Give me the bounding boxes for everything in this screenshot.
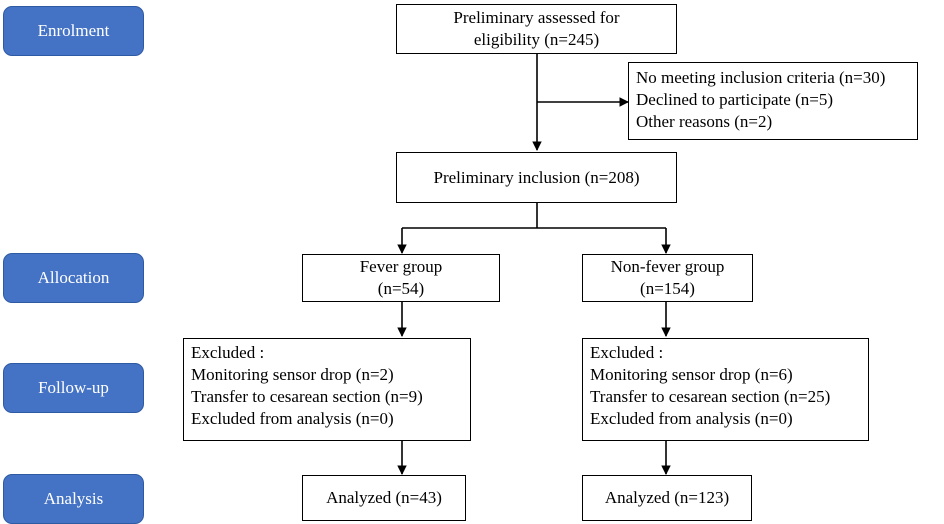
nonfever-excluded-line: Excluded : bbox=[590, 343, 664, 362]
excluded-enrol-line: Other reasons (n=2) bbox=[636, 112, 773, 131]
nonfever-excluded-line: Transfer to cesarean section (n=25) bbox=[590, 387, 831, 406]
fever-excluded-line: Excluded from analysis (n=0) bbox=[191, 409, 394, 428]
box-assessed-eligibility: Preliminary assessed for eligibility (n=… bbox=[396, 4, 677, 54]
nonfever-analyzed-text: Analyzed (n=123) bbox=[604, 488, 730, 507]
box-nonfever-group: Non-fever group (n=154) bbox=[582, 254, 753, 302]
box-nonfever-excluded: Excluded : Monitoring sensor drop (n=6) … bbox=[582, 338, 869, 441]
fever-excluded-line: Monitoring sensor drop (n=2) bbox=[191, 365, 394, 384]
stage-label-follow-up: Follow-up bbox=[3, 363, 144, 413]
excluded-enrol-line: Declined to participate (n=5) bbox=[636, 90, 833, 109]
excluded-enrol-line: No meeting inclusion criteria (n=30) bbox=[636, 68, 886, 87]
box-fever-analyzed: Analyzed (n=43) bbox=[302, 475, 466, 521]
assessed-line-2: eligibility (n=245) bbox=[473, 30, 600, 49]
box-preliminary-inclusion: Preliminary inclusion (n=208) bbox=[396, 152, 677, 203]
nonfever-excluded-line: Monitoring sensor drop (n=6) bbox=[590, 365, 793, 384]
fever-line-2: (n=54) bbox=[377, 279, 425, 298]
fever-excluded-line: Excluded : bbox=[191, 343, 265, 362]
box-excluded-enrolment: No meeting inclusion criteria (n=30) Dec… bbox=[628, 62, 918, 140]
fever-line-1: Fever group bbox=[359, 257, 443, 276]
inclusion-text: Preliminary inclusion (n=208) bbox=[433, 167, 640, 187]
fever-analyzed-text: Analyzed (n=43) bbox=[326, 488, 442, 507]
box-fever-excluded: Excluded : Monitoring sensor drop (n=2) … bbox=[183, 338, 471, 441]
box-nonfever-analyzed: Analyzed (n=123) bbox=[582, 475, 752, 521]
box-fever-group: Fever group (n=54) bbox=[302, 254, 500, 302]
fever-excluded-line: Transfer to cesarean section (n=9) bbox=[191, 387, 423, 406]
assessed-line-1: Preliminary assessed for bbox=[453, 8, 620, 27]
stage-label-enrolment: Enrolment bbox=[3, 6, 144, 56]
stage-label-allocation: Allocation bbox=[3, 253, 144, 303]
nonfever-line-1: Non-fever group bbox=[610, 257, 725, 276]
nonfever-excluded-line: Excluded from analysis (n=0) bbox=[590, 409, 793, 428]
nonfever-line-2: (n=154) bbox=[640, 279, 695, 298]
